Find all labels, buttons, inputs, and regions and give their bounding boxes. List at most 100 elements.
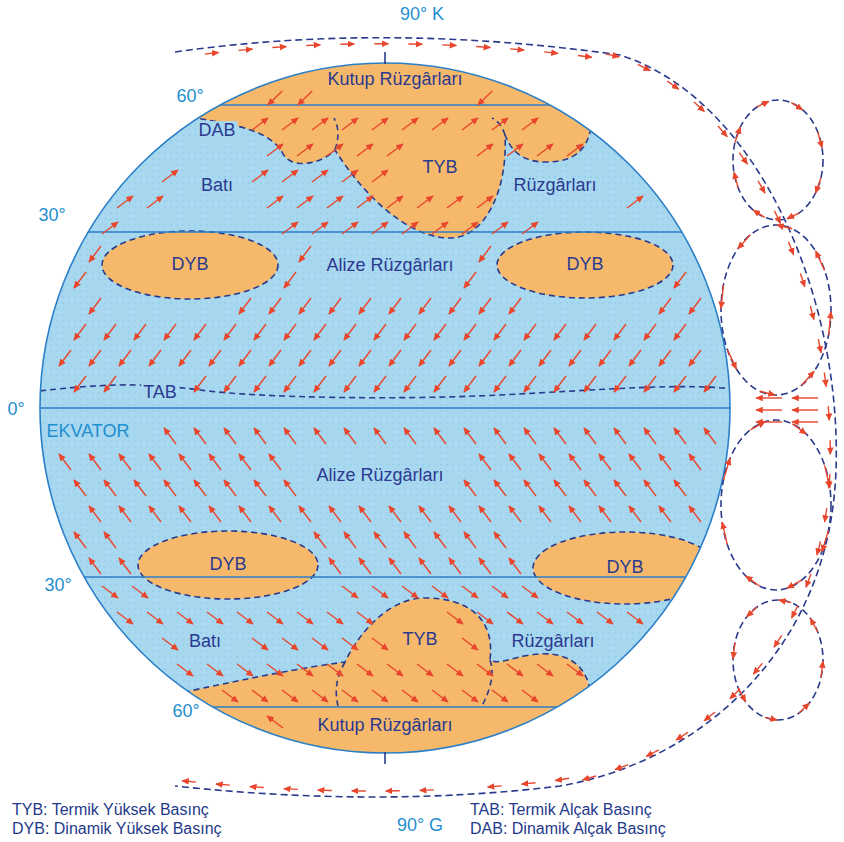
wind-arrow bbox=[774, 211, 780, 224]
wind-arrow bbox=[252, 170, 268, 182]
wind-arrow bbox=[357, 144, 373, 156]
wind-arrow bbox=[284, 428, 296, 444]
south-pressure-region bbox=[0, 598, 844, 842]
wind-arrow bbox=[779, 600, 791, 603]
region-label: TYB bbox=[422, 158, 457, 178]
wind-arrow bbox=[614, 376, 626, 392]
wind-arrow bbox=[733, 642, 735, 659]
latitude-label: 90° K bbox=[400, 5, 444, 25]
wind-arrow bbox=[522, 783, 536, 784]
wind-arrow bbox=[314, 532, 326, 548]
wind-arrow bbox=[806, 574, 811, 587]
wind-arrow bbox=[74, 532, 86, 548]
wind-arrow bbox=[462, 118, 478, 130]
wind-arrow bbox=[644, 480, 656, 496]
wind-arrow bbox=[250, 786, 264, 788]
wind-arrow bbox=[162, 638, 178, 650]
wind-arrow bbox=[829, 312, 831, 335]
wind-arrow bbox=[689, 506, 701, 522]
wind-arrow bbox=[372, 118, 388, 130]
wind-arrow bbox=[479, 558, 491, 574]
wind-arrow bbox=[810, 618, 817, 632]
wind-arrow bbox=[432, 690, 448, 702]
wind-arrow bbox=[402, 222, 418, 234]
latitude-line bbox=[30, 231, 740, 233]
wind-arrow bbox=[269, 454, 281, 470]
wind-arrow bbox=[492, 222, 508, 234]
wind-arrow bbox=[74, 324, 86, 340]
dyb-ellipse bbox=[497, 232, 673, 298]
wind-arrow bbox=[569, 350, 581, 366]
wind-arrow bbox=[599, 454, 611, 470]
latitude-line bbox=[30, 706, 740, 708]
wind-arrow bbox=[59, 454, 71, 470]
wind-arrow bbox=[89, 298, 101, 314]
wind-arrow bbox=[312, 222, 328, 234]
wind-arrow bbox=[389, 558, 401, 574]
wind-arrow bbox=[359, 350, 371, 366]
wind-arrow bbox=[464, 272, 476, 288]
tab-line bbox=[30, 385, 740, 398]
wind-arrow bbox=[267, 664, 283, 676]
wind-arrow bbox=[584, 324, 596, 340]
wind-arrow bbox=[825, 508, 827, 522]
wind-arrow bbox=[119, 454, 131, 470]
wind-arrow bbox=[402, 118, 418, 130]
latitude-label: 30° bbox=[38, 206, 65, 226]
wind-arrow bbox=[147, 196, 163, 208]
wind-arrow bbox=[194, 428, 206, 444]
wind-arrow bbox=[567, 144, 583, 156]
wind-arrow bbox=[509, 558, 521, 574]
wind-arrow bbox=[357, 664, 373, 676]
wind-arrow bbox=[205, 52, 219, 54]
wind-arrow bbox=[374, 532, 386, 548]
wind-arrow bbox=[818, 339, 821, 353]
wind-label: Rüzgârları bbox=[513, 176, 596, 196]
region-label: DYB bbox=[171, 255, 208, 275]
wind-arrow bbox=[374, 376, 386, 392]
wind-arrow bbox=[386, 790, 400, 792]
wind-arrow bbox=[284, 376, 296, 392]
wind-arrow bbox=[644, 376, 656, 392]
wind-arrow bbox=[464, 376, 476, 392]
wind-arrow bbox=[182, 781, 196, 782]
wind-arrow bbox=[267, 196, 283, 208]
wind-arrow bbox=[239, 454, 251, 470]
wind-arrow bbox=[119, 506, 131, 522]
equator-line bbox=[30, 407, 740, 409]
wind-arrow bbox=[298, 91, 312, 105]
wind-arrow bbox=[327, 144, 343, 156]
wind-arrow bbox=[342, 118, 358, 130]
wind-arrow bbox=[104, 480, 116, 496]
wind-arrow bbox=[449, 558, 461, 574]
wind-arrow bbox=[342, 170, 358, 182]
legend-note: TYB: Termik Yüksek Basınç bbox=[12, 801, 209, 819]
pressure-cell: DYB bbox=[205, 553, 250, 577]
wind-arrow bbox=[254, 376, 266, 392]
latitude-line bbox=[30, 104, 740, 106]
wind-arrow bbox=[216, 784, 230, 785]
circulation bbox=[175, 38, 836, 797]
wind-arrow bbox=[314, 324, 326, 340]
wind-arrow bbox=[119, 558, 131, 574]
wind-arrow bbox=[818, 132, 822, 148]
wind-arrow bbox=[312, 118, 328, 130]
dyb-ellipse bbox=[533, 532, 717, 604]
wind-arrow bbox=[224, 480, 236, 496]
wind-arrow bbox=[434, 532, 446, 548]
wind-arrow bbox=[284, 788, 298, 790]
pole-tick bbox=[384, 752, 386, 764]
wind-arrow bbox=[387, 196, 403, 208]
wind-arrow bbox=[792, 397, 818, 398]
tyb-border bbox=[336, 662, 345, 706]
wind-arrow bbox=[359, 298, 371, 314]
wind-arrow bbox=[164, 324, 176, 340]
wind-arrow bbox=[329, 506, 341, 522]
wind-arrow bbox=[239, 506, 251, 522]
wind-arrow bbox=[417, 196, 433, 208]
wind-arrow bbox=[209, 506, 221, 522]
wind-arrow bbox=[419, 558, 431, 574]
wind-arrow bbox=[419, 350, 431, 366]
wind-arrow bbox=[252, 638, 268, 650]
